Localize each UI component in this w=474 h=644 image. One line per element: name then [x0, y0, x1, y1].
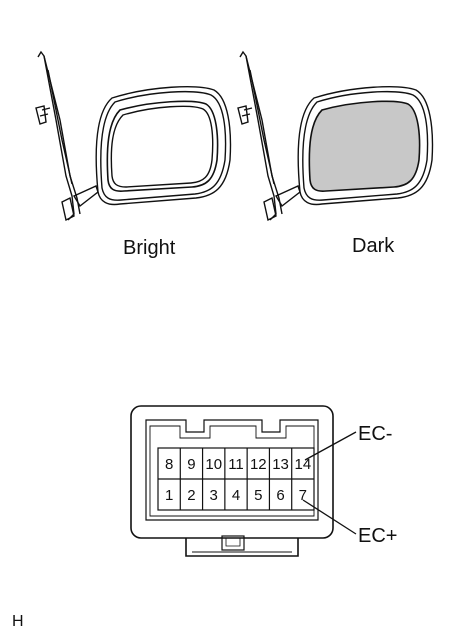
callout-lines [302, 431, 357, 535]
pin-6: 6 [276, 487, 284, 504]
pin-4: 4 [232, 487, 240, 504]
pin-7: 7 [299, 487, 307, 504]
pin-12: 12 [250, 456, 267, 473]
pin-14: 14 [295, 456, 312, 473]
mirror-glass-dark [308, 100, 421, 192]
pin-8: 8 [165, 456, 173, 473]
pin-11: 11 [228, 456, 244, 473]
pin-10: 10 [205, 456, 222, 473]
pin-5: 5 [254, 487, 262, 504]
ec-plus-label: EC+ [358, 525, 397, 547]
pin-2: 2 [187, 487, 195, 504]
mirror-dark [237, 50, 434, 222]
ec-plus-leader [302, 499, 357, 535]
figure-code: H [12, 613, 24, 630]
mirror-bright [35, 50, 232, 222]
connector [130, 405, 334, 557]
ec-minus-leader [304, 431, 357, 461]
pin-3: 3 [210, 487, 218, 504]
pin-1: 1 [165, 487, 173, 504]
mirror-glass-bright [106, 100, 219, 192]
bright-label: Bright [123, 237, 176, 259]
pin-13: 13 [272, 456, 289, 473]
pin-9: 9 [187, 456, 195, 473]
ec-minus-label: EC- [358, 423, 392, 445]
dark-label: Dark [352, 235, 395, 257]
